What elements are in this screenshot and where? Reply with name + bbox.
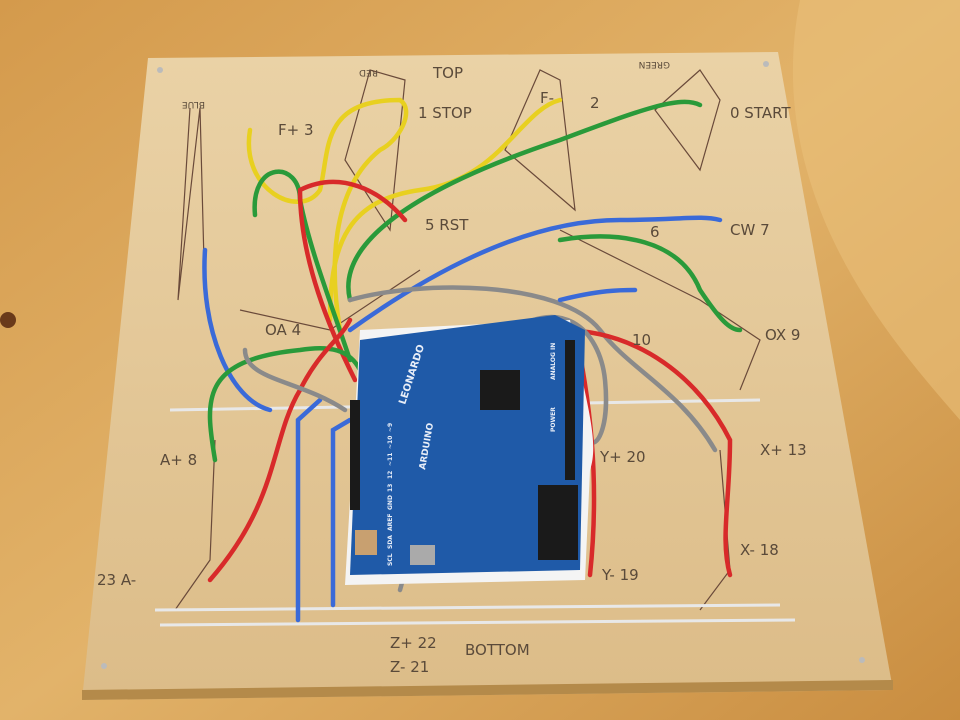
screws: [101, 61, 865, 669]
handwritten-labels: TOP BOTTOM RED BLUE GREEN 1 STOP 0 START…: [97, 59, 807, 676]
label-oa: OA 4: [265, 321, 301, 339]
label-z-plus: Z+ 22: [390, 634, 437, 652]
header-pins-right: [565, 340, 575, 480]
pin-label: ~9: [387, 423, 394, 432]
pin-label: AREF: [387, 514, 394, 531]
label-y-plus: Y+ 20: [599, 448, 646, 466]
label-x-minus: X- 18: [740, 541, 779, 559]
header-pins: [350, 400, 360, 510]
label-bottom: BOTTOM: [465, 641, 530, 659]
label-cw: CW 7: [730, 221, 770, 239]
label-red: RED: [359, 67, 378, 77]
label-blue: BLUE: [182, 99, 205, 109]
reset-button: [355, 530, 377, 555]
label-10: 10: [632, 331, 651, 349]
power-label: POWER: [550, 407, 557, 432]
pin-label: 13: [387, 484, 394, 492]
pin-labels: SCL SDA AREF GND 13 12 ~11 ~10 ~9: [387, 423, 394, 566]
label-feed-minus: F-: [540, 89, 554, 107]
arduino-leonardo: LEONARDO ARDUINO ANALOG IN POWER SCL SDA…: [345, 315, 594, 585]
label-stop: 1 STOP: [418, 104, 472, 122]
label-green: GREEN: [639, 59, 670, 69]
label-x-plus: X+ 13: [760, 441, 807, 459]
pin-label: ~10: [387, 436, 394, 449]
power-jack: [538, 485, 578, 560]
microcontroller-chip: [480, 370, 520, 410]
analog-in-label: ANALOG IN: [550, 343, 557, 380]
label-top: TOP: [432, 64, 463, 82]
label-ox: OX 9: [765, 326, 800, 344]
wood-knot: [0, 312, 16, 328]
label-a-plus: A+ 8: [160, 451, 197, 469]
label-start: 0 START: [730, 104, 791, 122]
wood-grain: [792, 0, 960, 420]
usb-port: [410, 545, 435, 565]
pin-label: GND: [387, 495, 394, 510]
board-edge: [82, 680, 893, 700]
label-y-minus: Y- 19: [601, 566, 639, 584]
pin-label: ~11: [387, 453, 394, 466]
pin-label: 12: [387, 471, 394, 479]
label-a-minus: 23 A-: [97, 571, 136, 589]
pin-label: SDA: [387, 535, 394, 549]
pin-label: SCL: [387, 553, 394, 566]
label-6: 6: [650, 223, 660, 241]
label-rst: 5 RST: [425, 216, 469, 234]
label-2: 2: [590, 94, 600, 112]
label-z-minus: Z- 21: [390, 658, 429, 676]
label-feed-plus: F+ 3: [278, 121, 314, 139]
